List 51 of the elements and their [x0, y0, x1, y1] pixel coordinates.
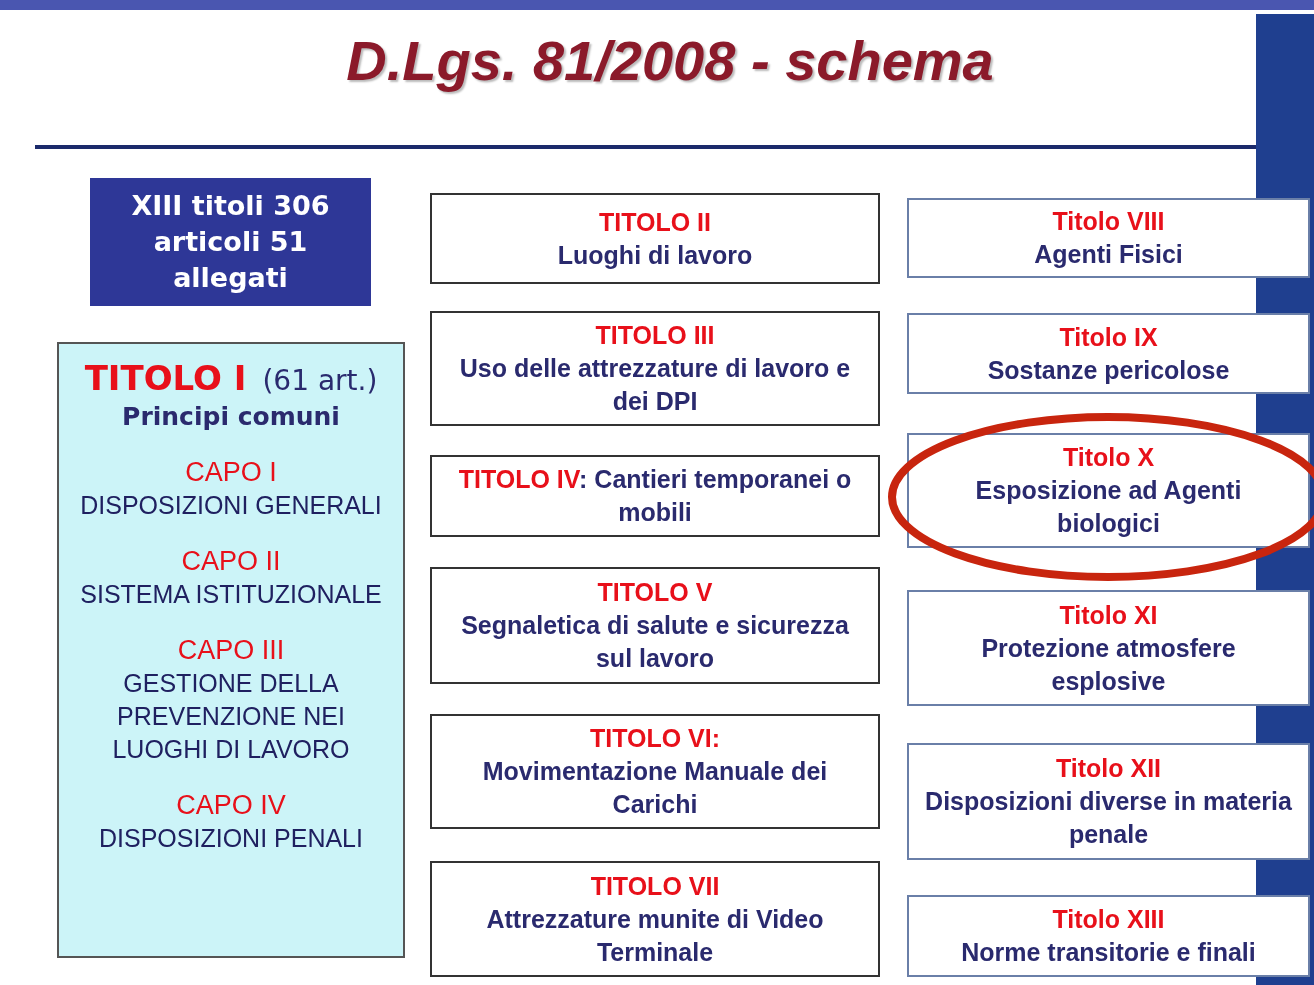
title-box — [907, 743, 1310, 860]
title-box — [430, 567, 880, 684]
chapter-heading: CAPO II — [181, 546, 281, 576]
summary-box — [90, 178, 371, 306]
title-box — [430, 311, 880, 426]
title-heading: TITOLO I — [84, 358, 247, 398]
title-box — [430, 861, 880, 977]
chapter-description: DISPOSIZIONI GENERALI — [79, 490, 383, 521]
chapter-heading: CAPO I — [185, 457, 277, 487]
title-heading: TITOLO IV — [458, 465, 580, 493]
title-heading: TITOLO V — [597, 578, 713, 606]
chapter-heading: CAPO III — [177, 635, 285, 665]
title-description: Attrezzature munite di Video Terminale — [486, 904, 824, 966]
title-subtitle: Principi comuni — [122, 402, 340, 431]
chapter-description: SISTEMA ISTITUZIONALE — [79, 579, 383, 610]
title-heading: TITOLO VI: — [589, 724, 721, 752]
chapter-description: GESTIONE DELLA PREVENZIONE NEI LUOGHI DI LAVORO — [111, 668, 351, 765]
title-box — [907, 895, 1310, 977]
title-description: Uso delle attrezzature di lavoro e dei DPI — [459, 354, 851, 415]
title-heading: Titolo X — [1062, 443, 1155, 471]
title-heading: Titolo VIII — [1052, 207, 1165, 235]
title-description: Luoghi di lavoro — [557, 240, 753, 269]
title-box — [430, 455, 880, 537]
chapter-panel — [57, 342, 405, 958]
title-description: : Cantieri temporanei o mobili — [579, 465, 852, 526]
title-box — [907, 590, 1310, 706]
title-description: Sostanze pericolose — [987, 355, 1230, 384]
chapter-heading: CAPO IV — [176, 790, 286, 820]
title-description: Esposizione ad Agenti biologici — [975, 476, 1242, 537]
article-count: (61 art.) — [262, 364, 378, 397]
title-box — [907, 198, 1310, 278]
title-description: Disposizioni diverse in materia penale — [925, 787, 1292, 848]
title-heading: Titolo XII — [1055, 754, 1162, 782]
title-heading: TITOLO III — [595, 321, 715, 349]
title-box — [907, 433, 1310, 548]
title-heading: Titolo IX — [1059, 322, 1158, 351]
title-heading: Titolo XI — [1059, 600, 1158, 629]
title-heading: Titolo XIII — [1052, 905, 1165, 933]
title-description: Norme transitorie e finali — [961, 938, 1256, 966]
title-heading: TITOLO VII — [590, 871, 720, 900]
title-box — [430, 714, 880, 829]
title-description: Segnaletica di salute e sicurezza sul lavoro — [461, 611, 849, 672]
title-box — [907, 313, 1310, 394]
title-box — [430, 193, 880, 284]
title-description: Protezione atmosfere esplosive — [981, 633, 1236, 695]
slide-title: D.Lgs. 81/2008 - schema — [345, 28, 995, 93]
title-description: Agenti Fisici — [1034, 240, 1183, 268]
summary-text: XIII titoli 306 articoli 51 allegati — [130, 189, 331, 295]
chapter-description: DISPOSIZIONI PENALI — [98, 823, 364, 854]
title-description: Movimentazione Manuale dei Carichi — [482, 757, 828, 818]
title-heading: TITOLO II — [598, 207, 711, 236]
